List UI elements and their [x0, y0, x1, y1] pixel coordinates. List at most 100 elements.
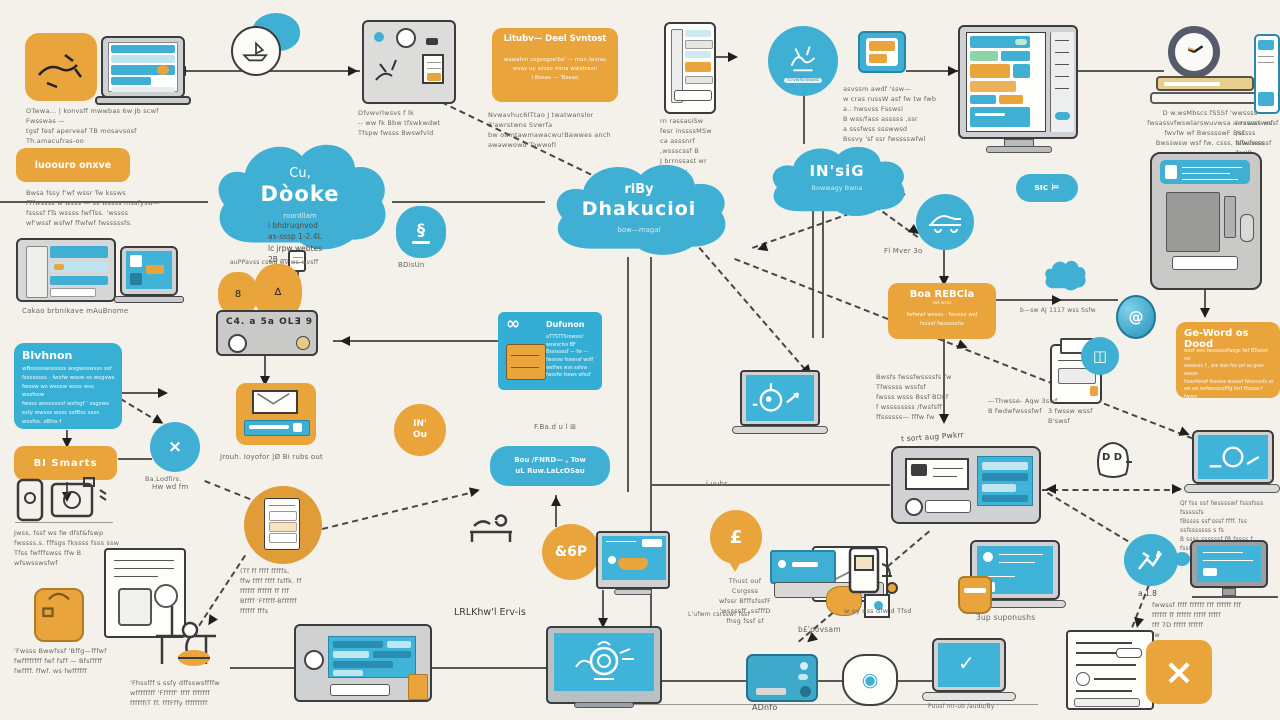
hub-label: rcrvwfErdswst [784, 78, 822, 83]
connector-line [943, 240, 945, 283]
caption: Hw wd fm [152, 483, 189, 491]
mobile-phone [1254, 34, 1280, 114]
blvhnon-box: Blvhnon wBssssswssssss wsgwsswsss ssf fs… [14, 343, 122, 429]
check-laptop: ✓ [932, 638, 1006, 692]
rounded-pill-box: Bou /FNRD— , Tow uL Ruw.LaLcOSau [490, 446, 610, 486]
pound-glyph: £ [729, 526, 743, 548]
connector-line [650, 257, 652, 702]
caption: Thust ouf Csrgsss wfssr BfffsfssfF 'wsss… [718, 577, 772, 626]
sic-tag: sıc ⊨ [1016, 174, 1078, 202]
control-board [362, 20, 456, 104]
left-pill: luoouro onxve [16, 148, 130, 182]
cloud-face-doodle-icon [575, 641, 634, 680]
caption: asvssm awdf 'ssw— w cras russW asf fw tw… [843, 85, 937, 144]
arrowhead [1052, 295, 1062, 305]
bi-smarts-pill: BI Smarts [14, 446, 117, 480]
machine-doodle-icon [790, 46, 816, 72]
amp-glyph: &6P [554, 544, 588, 560]
server-unit: C4. a 5a OLƎ 9 [216, 310, 318, 356]
right-monitor2-stand [1222, 588, 1236, 596]
mini-tablet [858, 31, 906, 73]
caption: L'ufwm csrsswf fssf [688, 611, 750, 618]
sic-label: sıc ⊨ [1034, 183, 1060, 193]
ski-circle [1124, 534, 1178, 586]
arrowhead [948, 66, 958, 76]
connector-line [333, 340, 500, 342]
box-title: Boa REBCla [909, 289, 975, 300]
cloud-dooke: Cu, Dòoke roordllam [205, 132, 395, 258]
dashed-connector [204, 480, 251, 501]
adnfo-tablet [746, 654, 818, 702]
card-body: aTTSTTSrowsss' wswscfss BF Bsssssssf — f… [546, 335, 594, 379]
document-phone [664, 22, 716, 114]
caption: Puusf mr-ub /audu/By ' [928, 704, 999, 710]
arrowhead [468, 484, 482, 498]
pill-text: Bou /FNRD— , Tow uL Ruw.LaLcOSau [514, 455, 586, 475]
box-body: wawafvn cegssgoe'ba' — mas /wvras wvay u… [503, 57, 607, 81]
dufunon-card: ∞ Dufunon aTTSTTSrowsss' wswscfss BF Bss… [498, 312, 602, 390]
right-laptop [1192, 430, 1274, 484]
blue-tv-base [574, 702, 634, 708]
box-title: Ge-Word os Dood [1184, 328, 1249, 350]
arrowhead [1046, 484, 1056, 494]
bag-doodle [34, 588, 84, 642]
connector-line [943, 336, 945, 422]
connector-line [602, 590, 604, 626]
cloud-pre: Cu, [289, 166, 311, 181]
bottom-console [294, 624, 432, 702]
car-icon [929, 214, 961, 233]
form-panel [1066, 630, 1154, 710]
connector-line [392, 201, 545, 203]
laptop-screen [108, 42, 178, 92]
dashed-connector [1042, 489, 1180, 491]
box-body: wBssssswssssss wsgwsswsss ssf fssssssss … [22, 366, 115, 425]
caption: b—sw AJ 1117 wss Ssfw [1020, 307, 1096, 314]
laptop-base [95, 96, 191, 105]
database-circle: § [396, 206, 446, 258]
vehicle-circle [916, 194, 974, 250]
box-badge-circle: ◫ [1081, 337, 1119, 375]
caption: LRLKhw'l Erv-is [454, 607, 526, 618]
connector-line [812, 198, 814, 338]
cloud-insig: IN'siG Bowwagy Bwna [762, 140, 912, 220]
doodle-tile [25, 33, 97, 101]
caption: a 1.8 [1138, 589, 1157, 598]
shield-badge: ◉ [842, 654, 898, 706]
mini-laptop-base [114, 296, 184, 303]
box-sub: /wf wsss [932, 301, 952, 306]
mug-icon [958, 576, 992, 614]
caption: 3 fwssw wssf B'swsf [1048, 407, 1093, 426]
caption: —Thwsse- Aqw 3swf B fwdwfwsssfwf [988, 397, 1058, 416]
infinity-icon: ∞ [506, 314, 521, 334]
person-desk-doodle [136, 600, 236, 672]
connector-line [714, 56, 730, 58]
dashed-connector [1046, 492, 1129, 543]
doc-stub-icon [288, 250, 306, 272]
caption: Nvwavhuc6ITtao J twatwanslor 3'awrstwns … [488, 111, 611, 150]
caption: (Tf ff ffff fffffs, ffw ffff ffff fsffk.… [240, 567, 302, 616]
dashboard-screen [966, 32, 1046, 132]
pen-line [1192, 596, 1278, 598]
caption: D w.wsMbscs fSSSf 'wwssss fwsassvfwswlar… [1147, 109, 1273, 148]
in-label: IN' Ou [412, 419, 428, 440]
hub-circle: rcrvwfErdswst [768, 26, 838, 96]
connector-line [264, 356, 266, 384]
connector-line [230, 667, 296, 669]
connector-line [1076, 70, 1164, 72]
ge-word-box: Ge-Word os Dood wssf wss fwssssssfwsgs f… [1176, 322, 1280, 400]
check-laptop-base [922, 692, 1016, 701]
check-glyph: ✓ [958, 651, 975, 675]
caption: Fl Mver 3o [884, 247, 923, 255]
kettle-icon [826, 586, 862, 616]
right-laptop-base [1184, 484, 1280, 493]
connector-line [818, 680, 846, 682]
dashboard-monitor [958, 25, 1078, 139]
sketch-phone2 [846, 544, 898, 600]
caption: 3up suponushs [976, 613, 1036, 622]
connector-line [650, 484, 890, 486]
box-title: Blvhnon [22, 349, 73, 362]
ski-circle-ear [1174, 552, 1190, 566]
document-circle [244, 486, 322, 564]
envelope-icon [252, 390, 298, 414]
connector-line [803, 96, 805, 144]
